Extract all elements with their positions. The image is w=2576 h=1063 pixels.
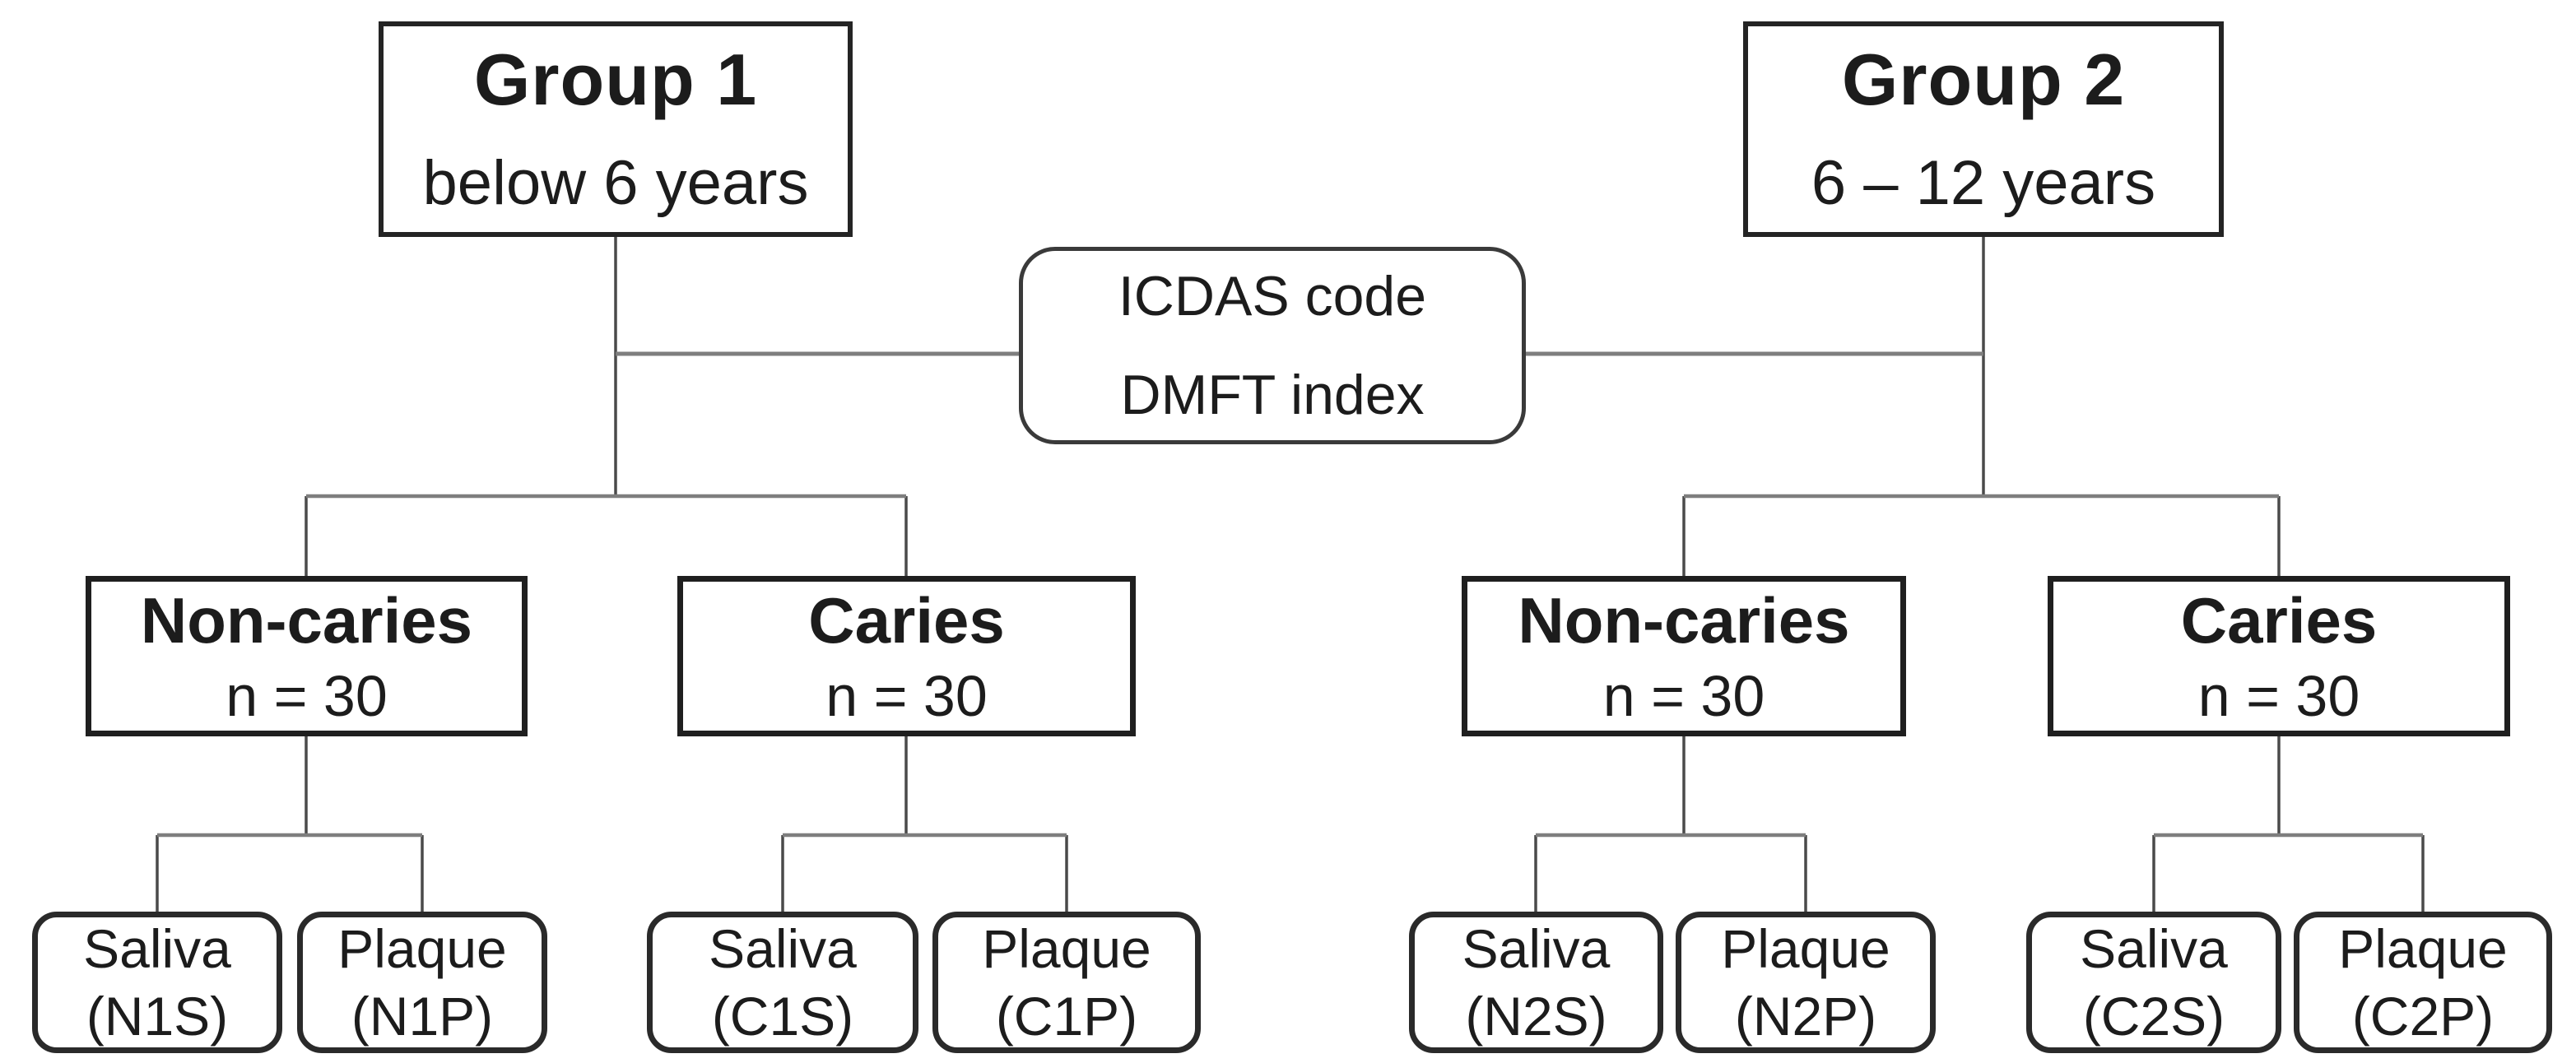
sample-n2s-code: (N2S) (1465, 986, 1607, 1047)
sample-n1s-box: Saliva (N1S) (32, 912, 282, 1053)
sample-n2p-type: Plaque (1721, 918, 1890, 979)
group2-noncaries-title: Non-caries (1518, 583, 1850, 657)
horizontal-connector-paths (157, 494, 2423, 838)
sample-c1s-box: Saliva (C1S) (647, 912, 918, 1053)
group1-subtitle: below 6 years (422, 148, 809, 218)
group1-caries-title: Caries (808, 583, 1005, 657)
sample-c1s-type: Saliva (709, 918, 857, 979)
group2-caries-title: Caries (2180, 583, 2378, 657)
group2-caries-count: n = 30 (2197, 663, 2360, 728)
assessment-box: ICDAS code DMFT index (1019, 247, 1526, 444)
sample-c1p-box: Plaque (C1P) (932, 912, 1201, 1053)
sample-n2p-box: Plaque (N2P) (1676, 912, 1936, 1053)
sample-c2p-code: (C2P) (2351, 986, 2495, 1047)
group2-subtitle: 6 – 12 years (1811, 148, 2156, 218)
group2-noncaries-box: Non-caries n = 30 (1462, 576, 1906, 736)
sample-c1s-code: (C1S) (711, 986, 854, 1047)
sample-n2s-type: Saliva (1462, 918, 1611, 979)
sample-n1p-type: Plaque (337, 918, 507, 979)
assessment-line2: DMFT index (1120, 364, 1425, 426)
sample-n2s-box: Saliva (N2S) (1409, 912, 1663, 1053)
group1-caries-box: Caries n = 30 (677, 576, 1136, 736)
sample-n1p-box: Plaque (N1P) (297, 912, 547, 1053)
group2-caries-box: Caries n = 30 (2048, 576, 2510, 736)
sample-c2s-code: (C2S) (2082, 986, 2225, 1047)
sample-c1p-type: Plaque (982, 918, 1151, 979)
group1-noncaries-count: n = 30 (226, 663, 388, 728)
group2-box: Group 2 6 – 12 years (1743, 21, 2224, 237)
vertical-connector-paths (156, 237, 2425, 912)
group1-title: Group 1 (473, 39, 758, 120)
sample-n1s-type: Saliva (83, 918, 231, 979)
sample-n1s-code: (N1S) (86, 986, 229, 1047)
sample-c2p-box: Plaque (C2P) (2294, 912, 2552, 1053)
group1-noncaries-box: Non-caries n = 30 (86, 576, 528, 736)
sample-c1p-code: (C1P) (995, 986, 1138, 1047)
group2-title: Group 2 (1841, 39, 2126, 120)
sample-n2p-code: (N2P) (1734, 986, 1877, 1047)
assessment-line1: ICDAS code (1118, 265, 1427, 327)
sample-c2s-type: Saliva (2080, 918, 2228, 979)
group1-noncaries-title: Non-caries (140, 583, 473, 657)
sample-n1p-code: (N1P) (351, 986, 494, 1047)
group1-caries-count: n = 30 (825, 663, 988, 728)
group2-noncaries-count: n = 30 (1602, 663, 1765, 728)
sample-c2p-type: Plaque (2338, 918, 2508, 979)
group1-box: Group 1 below 6 years (379, 21, 853, 237)
sample-c2s-box: Saliva (C2S) (2026, 912, 2281, 1053)
